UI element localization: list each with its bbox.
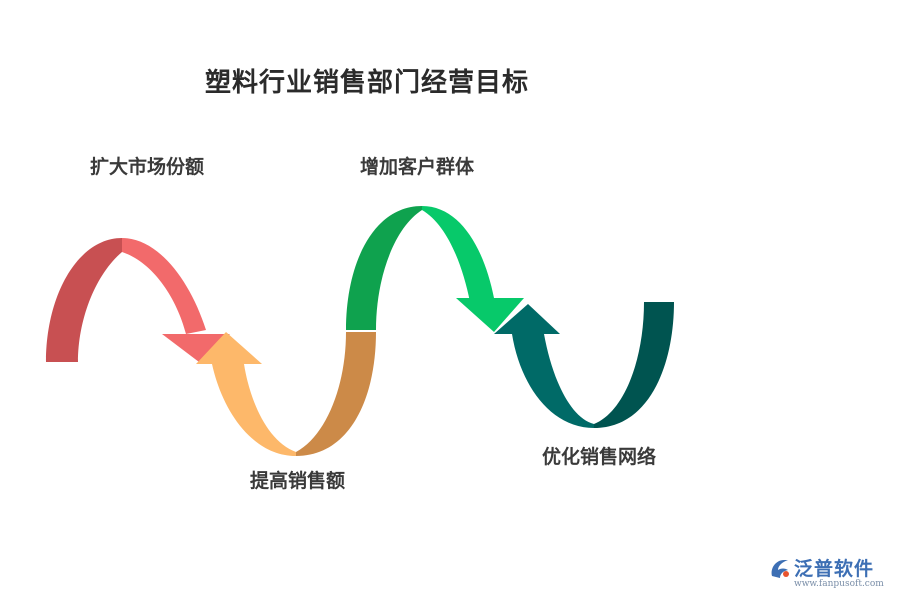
- arrow-step-3-right: [422, 206, 494, 302]
- arrow-step-2-left: [212, 364, 296, 456]
- arrow-step-3: [346, 206, 524, 332]
- brand-logo: 泛普软件 www.fanpusoft.com: [768, 554, 894, 594]
- arrow-step-1-right: [122, 238, 206, 334]
- arrow-step-2: [196, 332, 376, 456]
- arrow-step-3-head: [456, 298, 524, 332]
- arrow-step-4: [494, 302, 674, 428]
- logo-url: www.fanpusoft.com: [794, 579, 884, 589]
- page-title: 塑料行业销售部门经营目标: [205, 68, 530, 98]
- arrow-step-4-right: [594, 302, 674, 428]
- logo-name: 泛普软件: [794, 558, 875, 580]
- arrow-step-1-left: [46, 238, 122, 362]
- arrow-step-1-head: [162, 334, 230, 362]
- arrow-step-4-head: [494, 304, 560, 334]
- step-label-1: 扩大市场份额: [90, 156, 205, 178]
- step-label-2: 提高销售额: [250, 470, 346, 492]
- step-label-4: 优化销售网络: [542, 446, 657, 468]
- arrow-step-2-head: [196, 332, 262, 364]
- arrow-step-2-right: [296, 332, 376, 456]
- step-label-3: 增加客户群体: [360, 156, 475, 178]
- arrow-step-1: [46, 238, 230, 362]
- arrow-step-4-left: [512, 334, 594, 428]
- fanpu-logo-icon: [771, 560, 789, 578]
- arrow-step-3-left: [346, 206, 422, 330]
